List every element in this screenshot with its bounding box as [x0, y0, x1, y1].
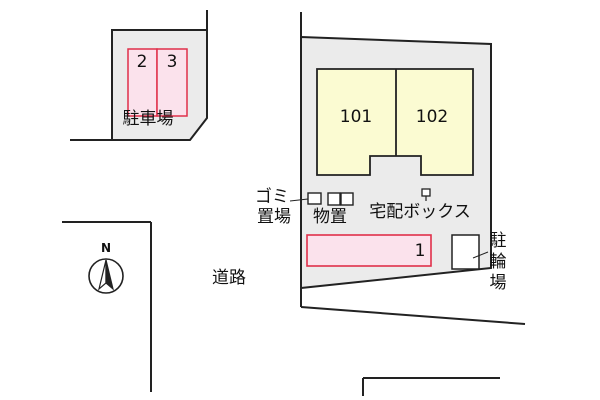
leader-line [472, 251, 489, 259]
delivery-box-marker [421, 188, 431, 197]
parking-space-1-label: 1 [415, 241, 426, 261]
parking-lot-label: 駐車場 [123, 109, 174, 129]
bicycle-parking-label-2: 輪 [490, 252, 507, 272]
north-arrow-icon [97, 259, 115, 291]
parking-space-3 [156, 48, 188, 117]
bicycle-parking-label-1: 駐 [490, 231, 507, 251]
bicycle-parking-box [451, 234, 480, 270]
leader-line [289, 198, 309, 202]
garbage-area-label-2: 置場 [257, 207, 291, 227]
boundary-line [300, 306, 526, 325]
north-letter: N [101, 241, 111, 255]
road-label: 道路 [212, 268, 246, 288]
parking-space-2 [127, 48, 158, 117]
bicycle-parking-label-3: 場 [490, 273, 507, 293]
garbage-bin-box [307, 192, 322, 205]
storage-label: 物置 [313, 207, 347, 227]
parking-space-1 [306, 234, 432, 267]
parking-space-2-label: 2 [137, 52, 148, 72]
compass: N [88, 241, 124, 294]
building-outline [316, 68, 474, 176]
main-site: 101 102 ゴミ 置場 物置 宅配ボックス 1 駐 輪 場 [255, 12, 526, 325]
road-area: 道路 [62, 221, 500, 396]
garbage-area-label-1: ゴミ [255, 186, 289, 207]
storage-box-left [327, 192, 341, 206]
storage-box-right [340, 192, 354, 206]
unit-101-label: 101 [340, 107, 372, 127]
unit-102-label: 102 [416, 107, 448, 127]
parking-space-3-label: 3 [167, 52, 178, 72]
delivery-box-label: 宅配ボックス [369, 202, 471, 222]
parking-lot: 2 3 駐車場 [70, 10, 208, 141]
